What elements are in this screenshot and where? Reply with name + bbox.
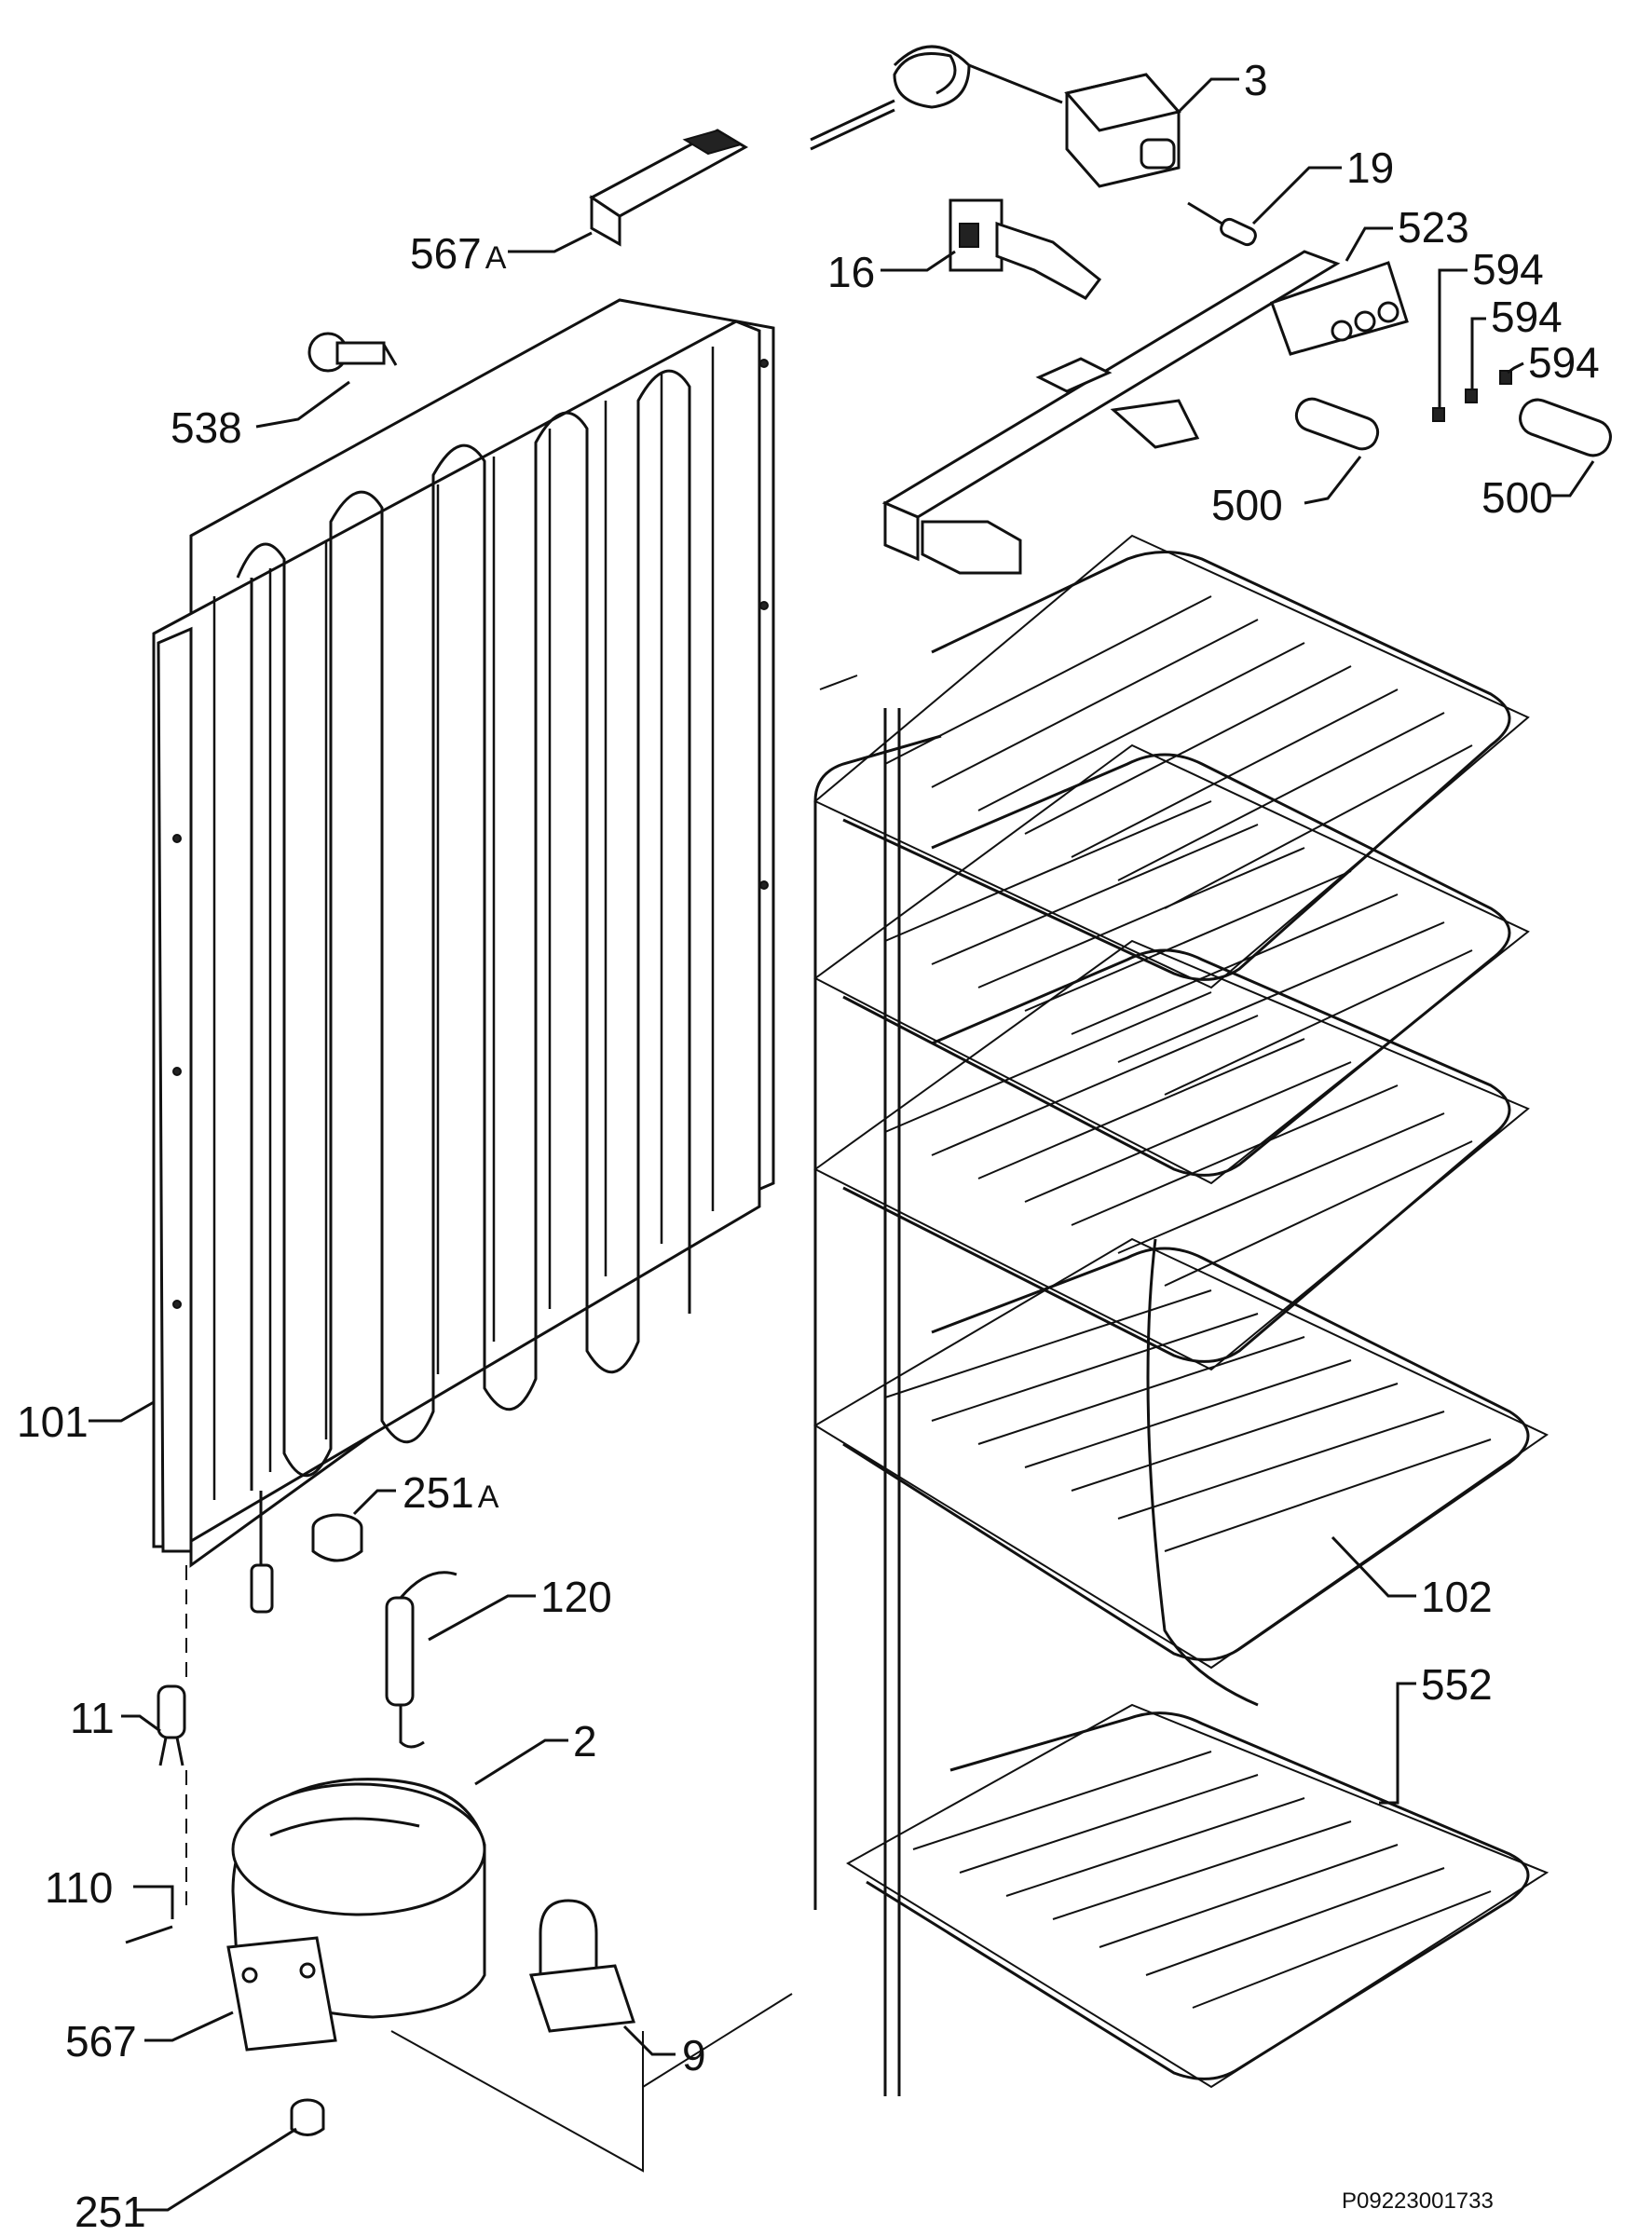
label-538: 538 [171, 403, 242, 452]
reference-code: P09223001733 [1342, 2188, 1494, 2214]
part-251a-drawing [311, 1513, 363, 1562]
label-101: 101 [17, 1398, 89, 1446]
evaporator-shelf-5 [846, 1703, 1550, 2089]
label-594-c: 594 [1528, 338, 1600, 387]
part-16-drawing [949, 198, 1102, 300]
part-3-drawing [810, 45, 1181, 188]
part-500-right-drawing [1519, 398, 1612, 457]
part-251-drawing [290, 2098, 325, 2136]
label-110: 110 [45, 1863, 113, 1912]
part-538-drawing [307, 332, 398, 373]
label-9: 9 [682, 2031, 706, 2079]
part-500-left-drawing [1294, 397, 1380, 451]
evaporator-shelf-4 [813, 1237, 1549, 1670]
part-594-c-drawing [1499, 370, 1512, 385]
label-2: 2 [573, 1717, 597, 1766]
label-594-a: 594 [1472, 245, 1544, 293]
part-594-b-drawing [1465, 389, 1478, 403]
label-500-a: 500 [1211, 481, 1283, 529]
part-19-drawing [1187, 201, 1257, 247]
part-567a-drawing [589, 129, 749, 247]
label-16: 16 [827, 248, 875, 296]
part-567-drawing [226, 1936, 337, 2052]
leader-lines [89, 77, 1595, 2212]
part-11-drawing [157, 1684, 186, 1766]
label-11: 11 [70, 1694, 115, 1742]
label-552: 552 [1421, 1660, 1493, 1709]
assembly-guide-lines [185, 675, 858, 2173]
evaporator-shelf-3 [813, 939, 1530, 1371]
part-120-drawing [385, 1571, 457, 1749]
evaporator-shelf-2 [813, 743, 1530, 1185]
label-523: 523 [1398, 203, 1469, 252]
part-9-drawing [528, 1899, 636, 2033]
part-110-drawing [125, 1925, 173, 1944]
condenser-drawing [152, 298, 775, 1614]
label-594-b: 594 [1491, 293, 1563, 341]
label-251: 251 [75, 2188, 146, 2236]
evaporator-drawing [813, 534, 1550, 2096]
part-523-drawing [881, 250, 1409, 575]
label-567: 567 [65, 2017, 137, 2066]
evaporator-shelf-1 [813, 534, 1530, 989]
label-102: 102 [1421, 1573, 1493, 1621]
label-3: 3 [1244, 56, 1268, 104]
label-19: 19 [1346, 143, 1394, 192]
part-594-a-drawing [1432, 407, 1445, 422]
label-120: 120 [540, 1573, 612, 1621]
label-500-b: 500 [1481, 473, 1553, 522]
